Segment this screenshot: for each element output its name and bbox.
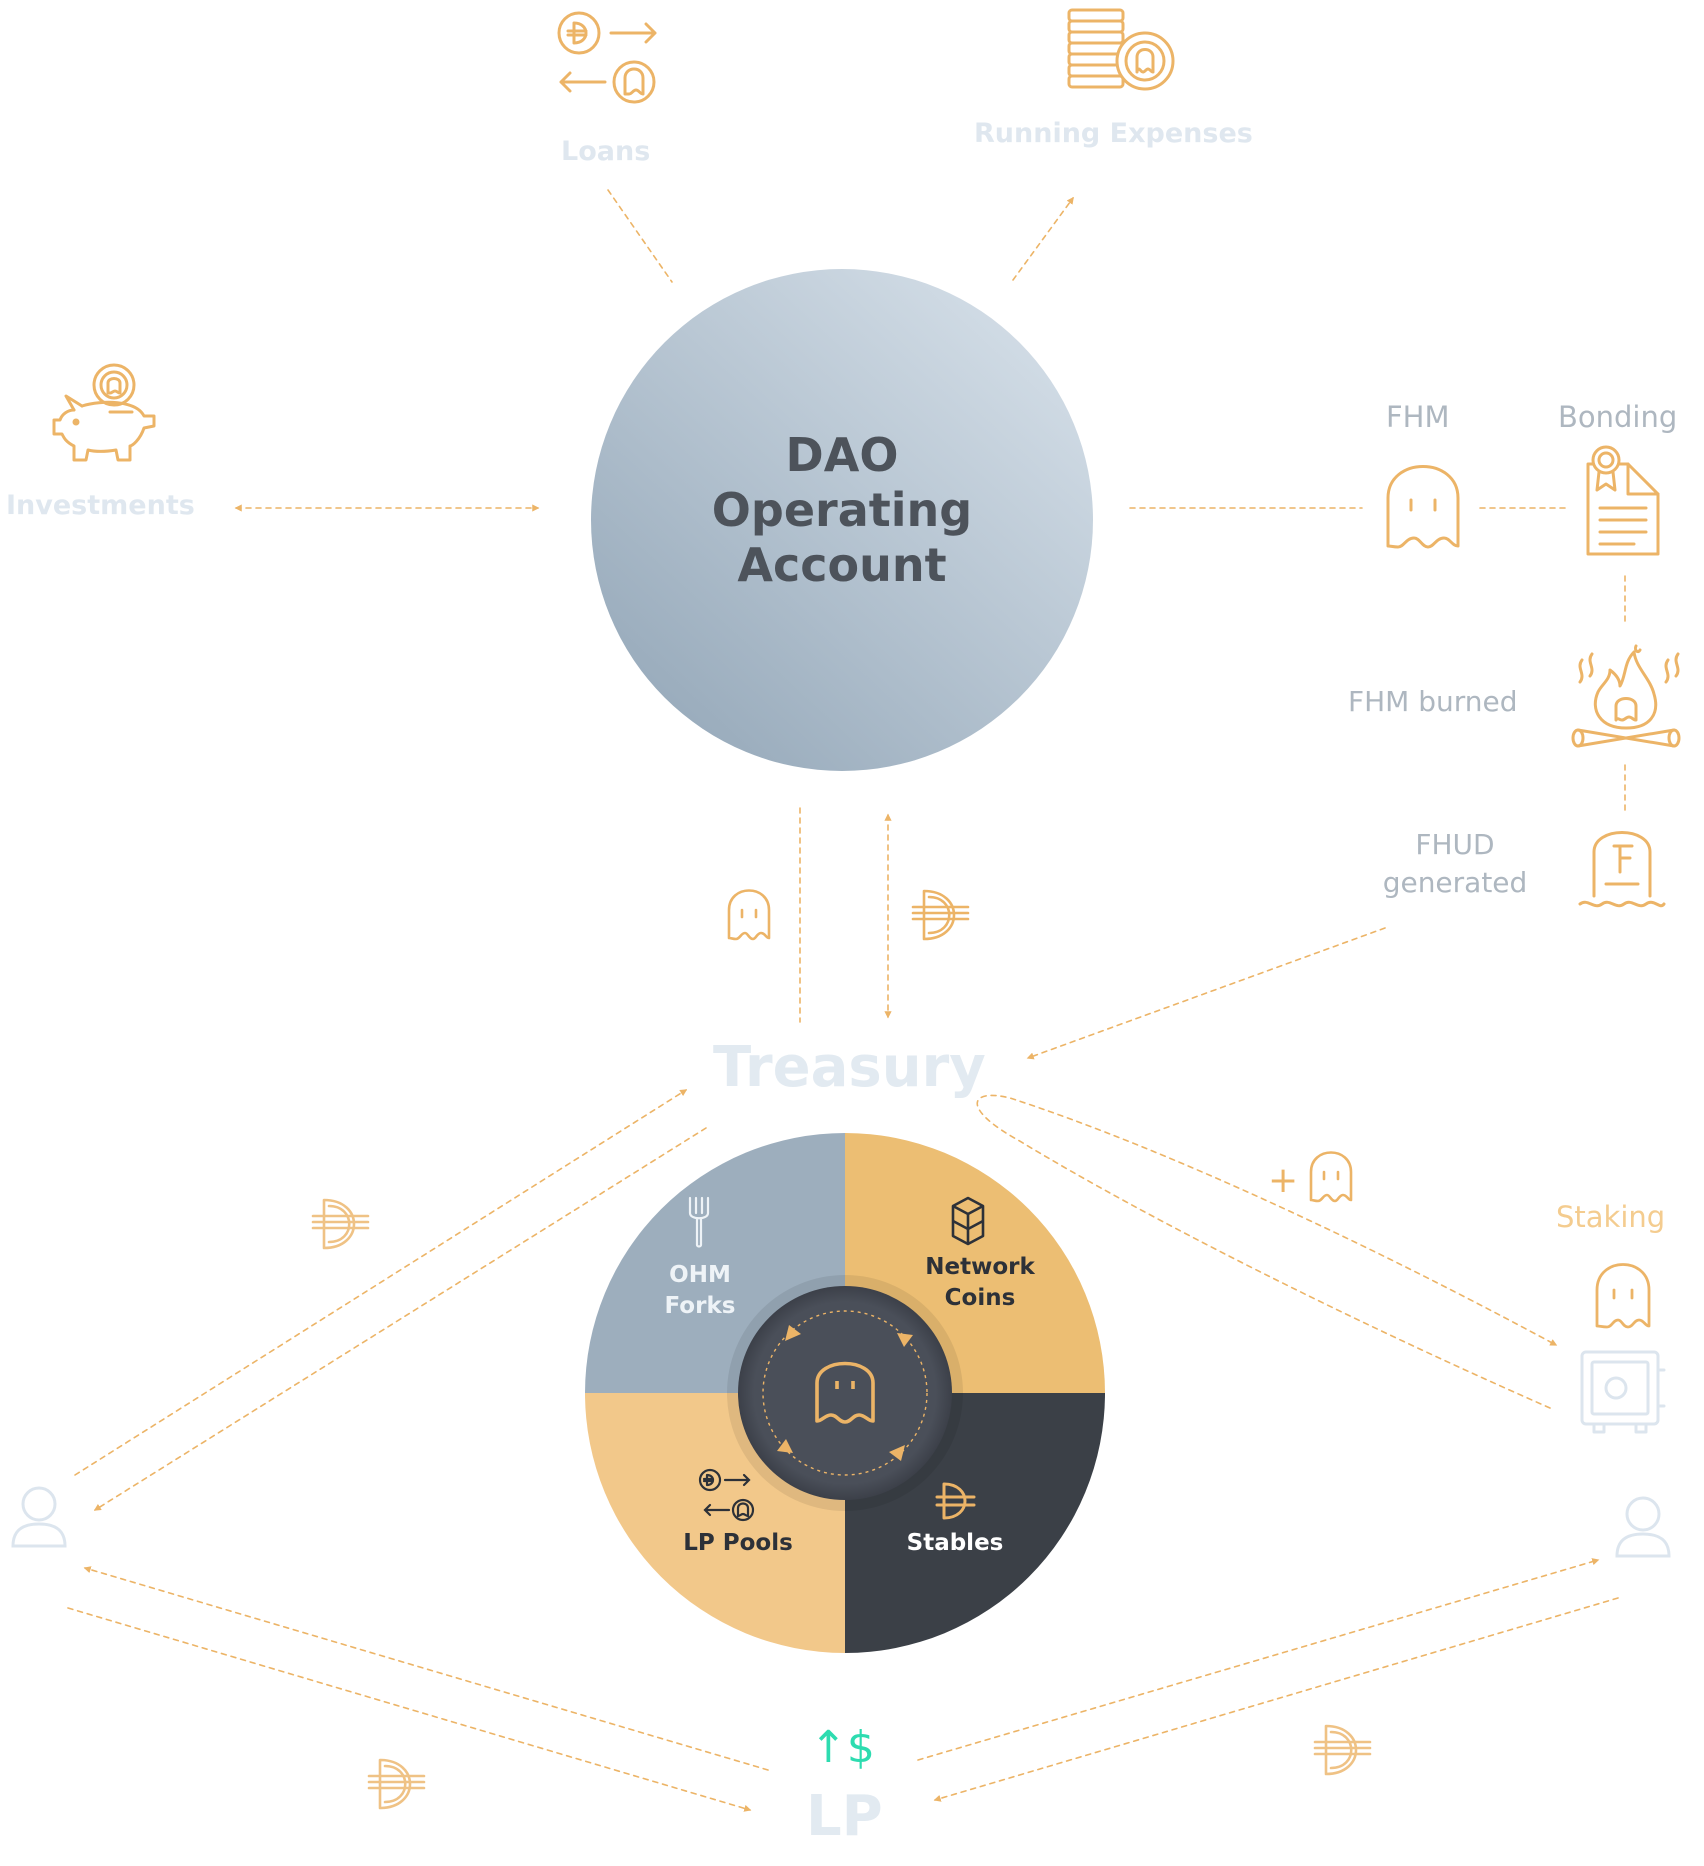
lp-pools-line1: LP Pools [683,1530,793,1556]
certificate-icon [1580,444,1664,560]
fhm-burned-label: FHM burned [1348,685,1518,718]
lp-price-indicator: ↑$ [810,1722,875,1773]
hub-ghost-icon [815,1361,875,1424]
staking-ghost-icon [1594,1262,1652,1330]
loans-label: Loans [561,136,651,167]
dao-title-line3: Account [737,538,947,592]
cycle-arrow-3 [777,1439,793,1453]
treasury-hub [738,1286,952,1500]
stablecoin-icon [366,1756,428,1812]
cycle-arrow-2 [889,1445,905,1461]
network-coins-line2: Coins [944,1285,1016,1311]
treasury-label: Treasury [713,1035,986,1100]
lp-pools-exchange-icon [697,1466,757,1524]
left-user-icon [10,1484,68,1552]
loan-exchange-icon [555,10,661,110]
staking-loop [976,1094,1558,1409]
stables-icon [934,1480,978,1522]
fhm-ghost-icon [1384,462,1462,552]
stablecoin-icon [910,887,972,943]
ohm-forks-line1: OHM [669,1262,731,1288]
fork-icon [684,1195,714,1249]
stablecoin-icon [1312,1722,1374,1778]
fhud-treasury-arrow [1026,927,1386,1060]
staking-label: Staking [1556,1200,1666,1234]
network-coins-line1: Network [925,1254,1035,1280]
right-user-to-lp-arrow [933,1597,1619,1802]
cycle-arrow-1 [897,1333,913,1347]
hub-cycle-ring [762,1310,928,1476]
fhud-line1: FHUD [1415,828,1495,861]
tombstone-icon [1578,824,1666,910]
lp-to-user-arrow [83,1566,769,1771]
plus-sign: + [1268,1160,1299,1201]
treasury-pie [585,1133,1105,1653]
treasury-to-user-arrow [93,1127,707,1511]
staking-reward-ghost-icon [1308,1150,1354,1204]
cycle-arrow-4 [785,1325,801,1341]
fhud-generated-label: FHUD generated [1360,826,1550,902]
dao-title-line1: DAO [785,428,899,482]
lp-to-right-user-arrow [917,1558,1600,1761]
ohm-forks-line2: Forks [664,1293,736,1319]
fhud-line2: generated [1382,866,1528,899]
dao-operating-account-circle [591,269,1093,771]
dao-title-line2: Operating [711,483,973,537]
ohm-forks-label: OHM Forks [640,1260,760,1322]
lp-label: LP [806,1784,883,1849]
fhm-label: FHM [1386,400,1450,434]
ghost-icon [726,888,772,942]
lp-pools-label: LP Pools [658,1528,818,1559]
bonding-label: Bonding [1558,400,1678,434]
fire-icon [1570,640,1682,752]
user-to-lp-arrow [67,1607,752,1812]
expenses-arrow [1012,196,1074,281]
stables-label: Stables [880,1528,1030,1559]
investments-label: Investments [6,490,195,521]
user-to-treasury-arrow [74,1089,688,1476]
coins-stack-icon [1065,5,1177,91]
piggy-bank-icon [52,360,158,470]
right-user-icon [1614,1494,1672,1562]
running-expenses-label: Running Expenses [974,118,1253,149]
network-coins-label: Network Coins [905,1252,1055,1314]
stables-line1: Stables [906,1530,1004,1556]
fantom-icon [950,1195,986,1247]
stablecoin-icon [310,1196,372,1252]
safe-icon [1578,1348,1668,1436]
dao-account-title: DAO Operating Account [642,428,1042,593]
loans-connector [607,189,673,283]
